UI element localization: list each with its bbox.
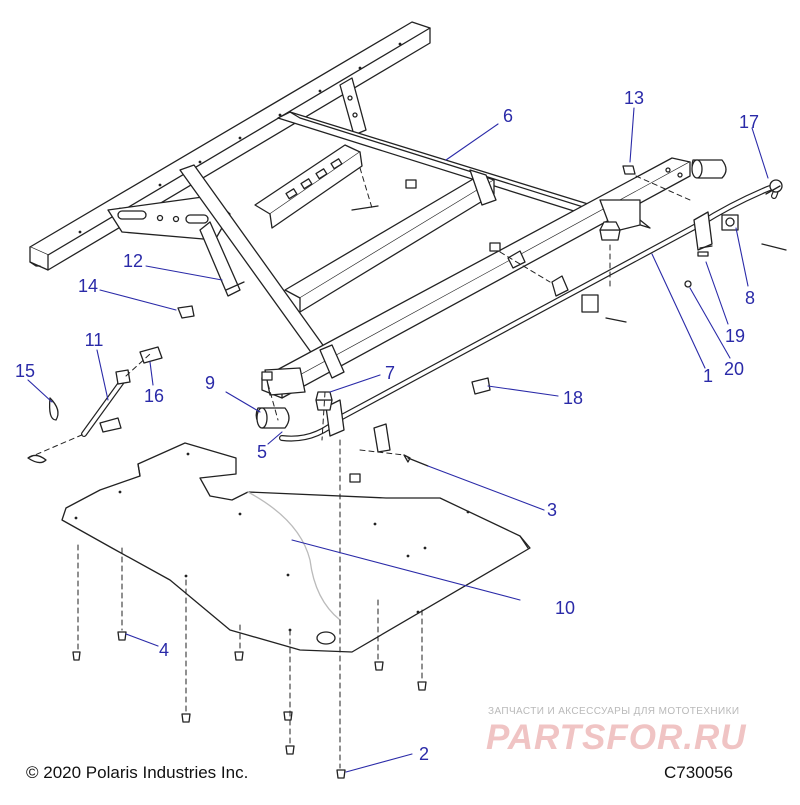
- callout-19[interactable]: 19: [724, 326, 746, 346]
- callout-5[interactable]: 5: [256, 442, 268, 462]
- watermark-tagline: ЗАПЧАСТИ И АКСЕССУАРЫ ДЛЯ МОТОТЕХНИКИ: [488, 706, 740, 717]
- callout-1[interactable]: 1: [702, 366, 714, 386]
- callout-3[interactable]: 3: [546, 500, 558, 520]
- sway-bar: [279, 184, 779, 453]
- callout-15[interactable]: 15: [14, 361, 36, 381]
- callout-7[interactable]: 7: [384, 363, 396, 383]
- copyright-text: © 2020 Polaris Industries Inc.: [26, 763, 249, 782]
- frame-assembly: [29, 21, 691, 399]
- callout-6[interactable]: 6: [502, 106, 514, 126]
- callout-12[interactable]: 12: [122, 251, 144, 271]
- callout-20[interactable]: 20: [723, 359, 745, 379]
- callout-14[interactable]: 14: [77, 276, 99, 296]
- callout-11[interactable]: 11: [84, 330, 104, 350]
- skid-plate: [61, 442, 531, 653]
- assembly-lines: [27, 167, 691, 769]
- leader-lines: [27, 107, 769, 773]
- fasteners: [72, 631, 427, 779]
- callout-2[interactable]: 2: [418, 744, 430, 764]
- callout-4[interactable]: 4: [158, 640, 170, 660]
- watermark-logo: PARTSFOR.RU: [486, 718, 747, 757]
- callout-16[interactable]: 16: [143, 386, 165, 406]
- small-parts: [27, 159, 787, 483]
- callout-17[interactable]: 17: [738, 112, 760, 132]
- callout-9[interactable]: 9: [204, 373, 216, 393]
- callout-10[interactable]: 10: [554, 598, 576, 618]
- callout-8[interactable]: 8: [744, 288, 756, 308]
- callout-18[interactable]: 18: [562, 388, 584, 408]
- callout-13[interactable]: 13: [623, 88, 645, 108]
- diagram-code: C730056: [664, 763, 734, 782]
